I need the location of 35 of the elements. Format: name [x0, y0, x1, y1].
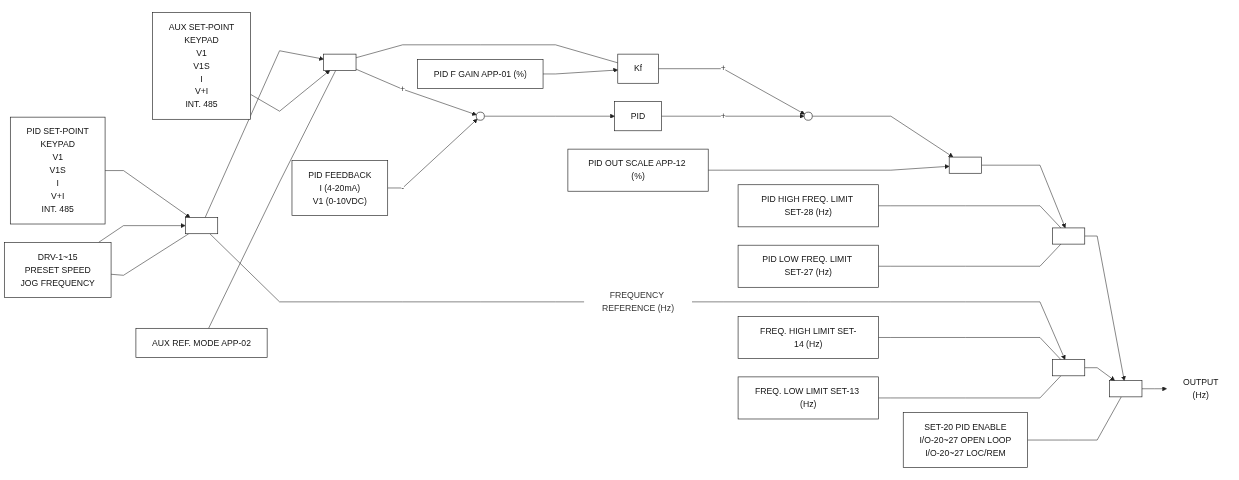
node-box: PID OUT SCALE APP-12 (%) [567, 148, 709, 192]
edge-label: + [720, 111, 726, 121]
node-box: PID F GAIN APP-01 (%) [417, 59, 544, 89]
connector [1027, 396, 1122, 441]
edge-label: + [720, 63, 726, 74]
node-box: FREQ. LOW LIMIT SET-13 (Hz) [737, 376, 879, 420]
node-box: FREQ. HIGH LIMIT SET-14 (Hz) [737, 316, 879, 359]
edge-label: FREQUENCY REFERENCE (Hz) [602, 290, 675, 313]
node-box: DRV-1~15 PRESET SPEED JOG FREQUENCY [4, 242, 112, 298]
node-box: AUX SET-POINT KEYPAD V1 V1S I V+I INT. 485 [152, 12, 251, 120]
connector [878, 337, 1062, 360]
edge-label: + [400, 84, 406, 94]
node-box: SET-20 PID ENABLE I/O-20~27 OPEN LOOP I/O-20~27 LOC/REM [902, 412, 1028, 468]
node-circle [475, 111, 485, 121]
node-box [323, 53, 357, 71]
node-box: PID LOW FREQ. LIMIT SET-27 (Hz) [737, 244, 879, 288]
edge-label: - [401, 183, 405, 193]
node-box [1052, 359, 1086, 377]
connector [878, 205, 1062, 229]
node-box: AUX REF. MODE APP-02 [135, 328, 268, 358]
node-text: OUTPUT (Hz) [1182, 377, 1219, 400]
node-box: Kf [617, 53, 659, 84]
node-box [185, 217, 219, 235]
node-box: PID FEEDBACK I (4-20mA) V1 (0-10VDC) [291, 160, 389, 216]
connector [878, 375, 1062, 399]
connector [110, 233, 190, 276]
connector [878, 243, 1062, 267]
node-circle [803, 111, 813, 121]
connector [355, 44, 619, 64]
node-box [1109, 380, 1143, 398]
node-box: PID HIGH FREQ. LIMIT SET-28 (Hz) [737, 184, 879, 228]
node-box: PID [614, 101, 662, 132]
node-box [1052, 227, 1086, 245]
node-box [948, 156, 982, 174]
node-box: PID SET-POINT KEYPAD V1 V1S I V+I INT. 485 [10, 116, 106, 225]
